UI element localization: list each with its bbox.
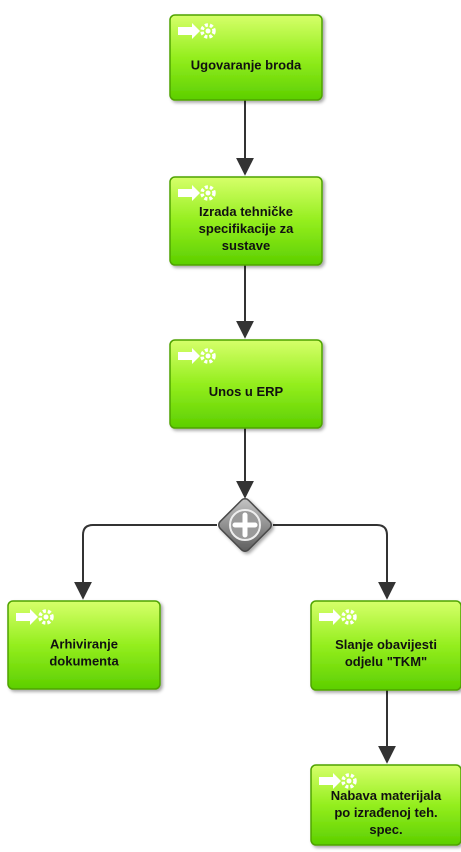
service-task-icon [178,23,216,39]
service-task-icon [319,609,357,625]
task-izrada-tehnicke-specifikacije[interactable]: Izrada tehničke specifikacije za sustave [169,176,323,266]
task-label-line: spec. [369,822,402,837]
task-label: Arhiviranje dokumenta [49,637,119,669]
task-unos-u-erp[interactable]: Unos u ERP [169,339,323,429]
task-ugovaranje-broda[interactable]: Ugovaranje broda [169,14,323,101]
connectors [74,100,396,764]
flow-gateway-t4[interactable] [74,524,217,600]
task-label-line: sustave [222,238,270,253]
task-label-line: Unos u ERP [209,384,284,399]
task-label: Slanje obavijesti odjelu "TKM" [335,637,437,669]
task-label-line: Ugovaranje broda [191,58,302,73]
task-label-line: Slanje obavijesti [335,637,437,652]
task-label-line: Arhiviranje [50,637,118,652]
task-label-line: po izrađenoj teh. [334,805,437,820]
task-label: Nabava materijala po izrađenoj teh. spec. [331,788,442,837]
task-label: Izrada tehničke specifikacije za sustave [199,204,294,253]
task-label: Ugovaranje broda [191,58,302,73]
service-task-icon [319,773,357,789]
task-label-line: Izrada tehničke [199,204,293,219]
task-nabava-materijala[interactable]: Nabava materijala po izrađenoj teh. spec. [310,764,461,846]
service-task-icon [178,185,216,201]
task-label-line: odjelu "TKM" [345,654,427,669]
task-slanje-obavijesti[interactable]: Slanje obavijesti odjelu "TKM" [310,600,461,691]
task-label-line: dokumenta [49,654,119,669]
task-arhiviranje-dokumenta[interactable]: Arhiviranje dokumenta [7,600,161,690]
parallel-gateway[interactable] [217,497,274,554]
service-task-icon [16,609,54,625]
service-task-icon [178,348,216,364]
task-label-line: specifikacije za [199,221,294,236]
task-label: Unos u ERP [209,384,284,399]
task-label-line: Nabava materijala [331,788,442,803]
flow-gateway-t5[interactable] [273,524,396,600]
